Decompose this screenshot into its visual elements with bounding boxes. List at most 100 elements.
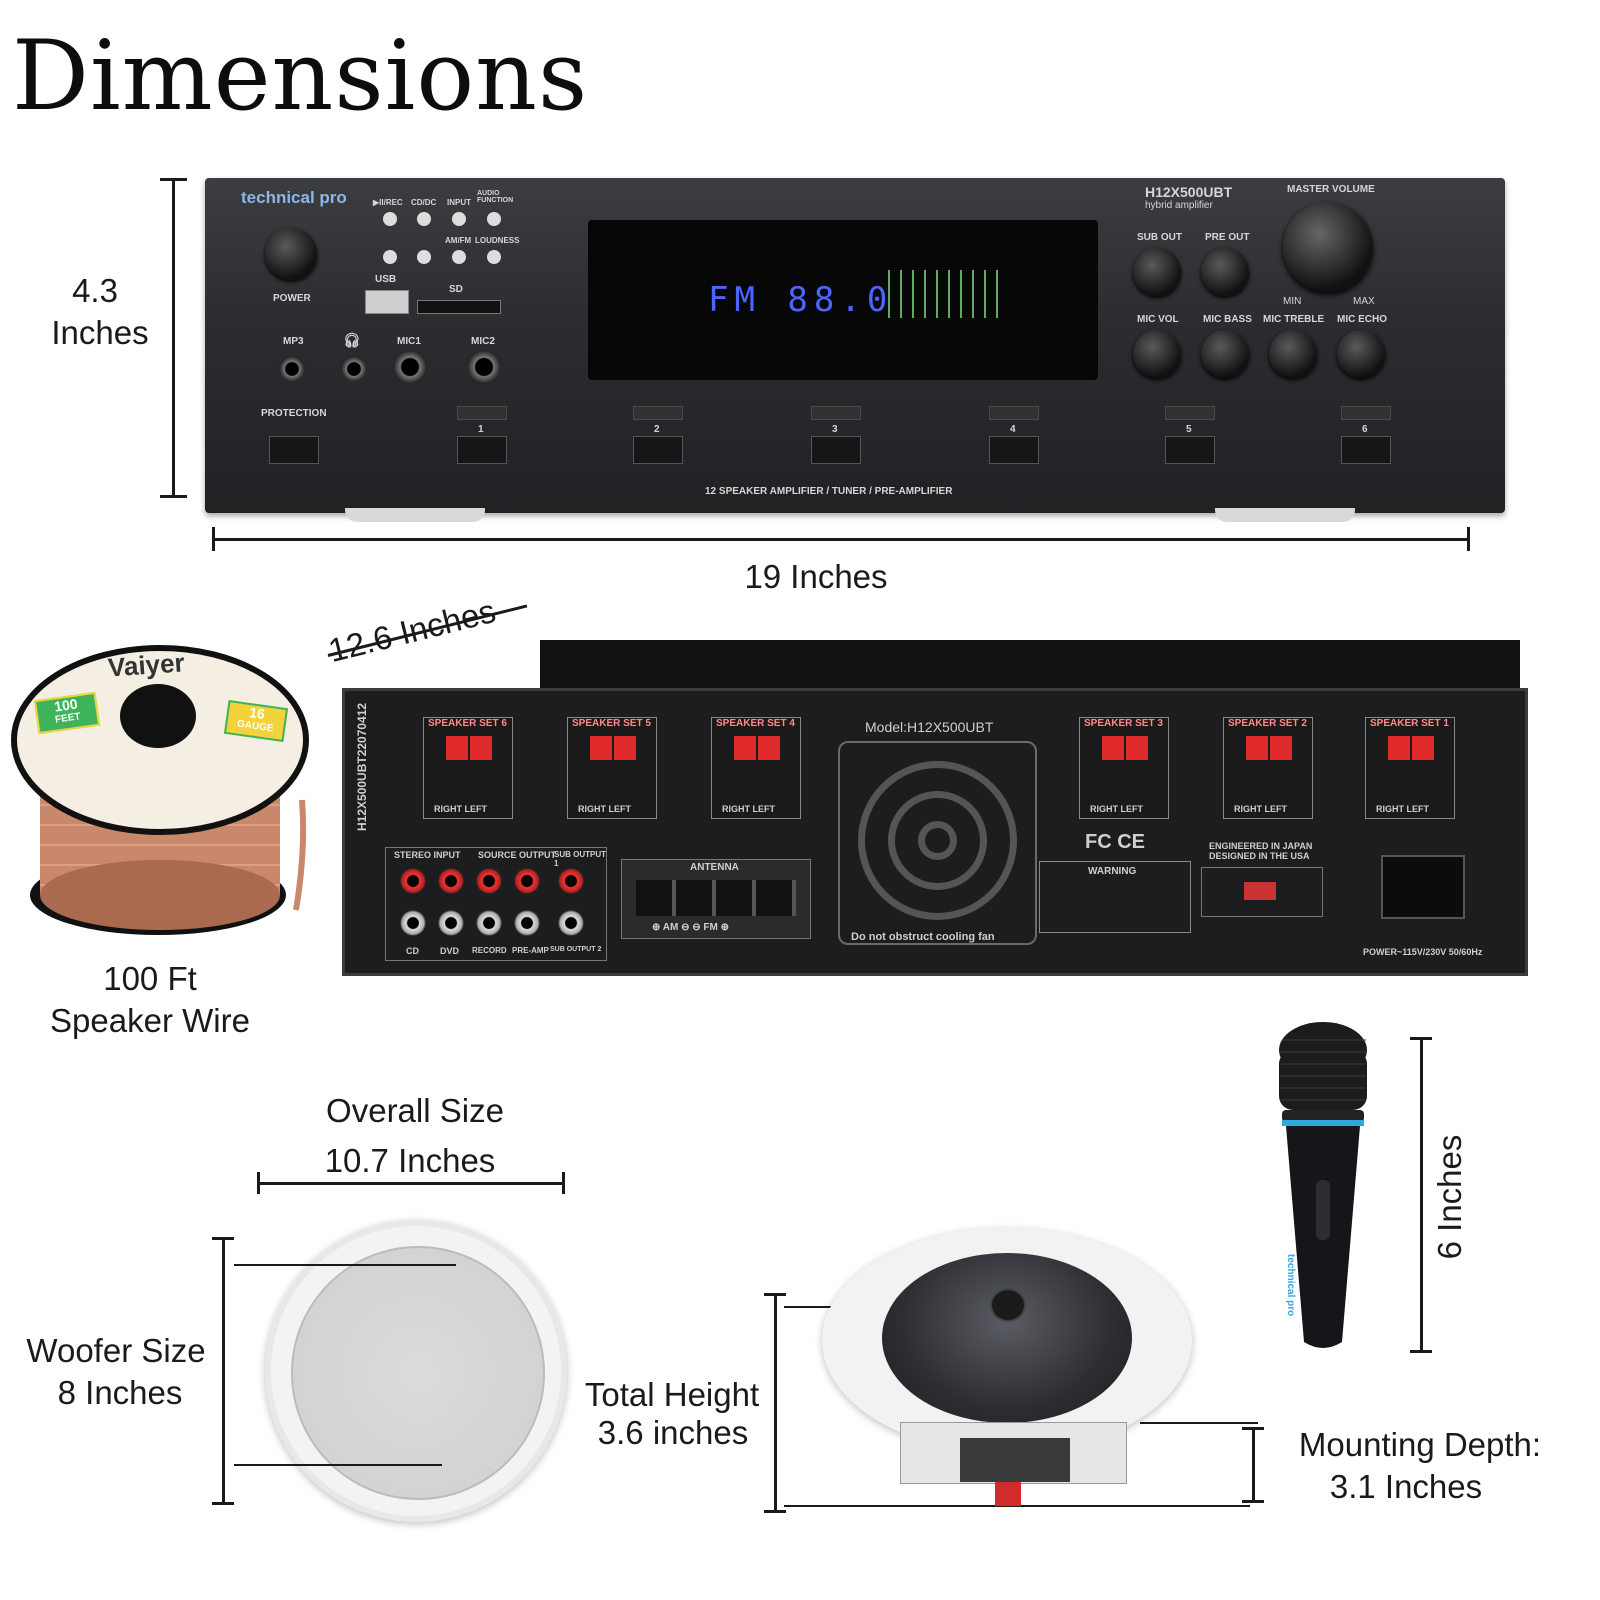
headphone-jack[interactable]: [341, 356, 367, 382]
mic-bass-knob[interactable]: [1201, 330, 1249, 378]
power-rating: POWER~115V/230V 50/60Hz: [1363, 947, 1483, 957]
amp-model-sub: hybrid amplifier: [1145, 200, 1213, 211]
protection-button[interactable]: [269, 436, 319, 464]
wire-label-line2: Speaker Wire: [50, 1002, 250, 1039]
overall-size-value: 10.7 Inches: [324, 1142, 496, 1179]
play-rec-button[interactable]: [383, 212, 397, 226]
woofer-guide-bottom: [234, 1464, 442, 1466]
speaker-set-5[interactable]: SPEAKER SET 5 RIGHT LEFT: [567, 717, 657, 819]
mic-vol-knob[interactable]: [1133, 330, 1181, 378]
pre-out-knob[interactable]: [1201, 248, 1249, 296]
zone-label-3: 3: [832, 424, 838, 435]
woofer-guide-top: [234, 1264, 456, 1266]
mic-height-cap-bottom: [1410, 1350, 1432, 1353]
input-button[interactable]: [452, 212, 466, 226]
speaker-set-6-rl: RIGHT LEFT: [434, 804, 487, 814]
rca-preamp-right[interactable]: [514, 868, 540, 894]
power-inlet[interactable]: [1381, 855, 1465, 919]
prev-button[interactable]: [383, 250, 397, 264]
mic1-jack[interactable]: [393, 350, 427, 384]
speaker-cone: [882, 1253, 1132, 1423]
rca-cd-right[interactable]: [400, 868, 426, 894]
amp-rear-top-edge: [540, 640, 1520, 690]
speaker-set-3-label: SPEAKER SET 3: [1084, 718, 1163, 729]
power-button[interactable]: [265, 228, 317, 280]
wire-label-line1: 100 Ft: [103, 960, 197, 997]
dvd-label: DVD: [440, 946, 460, 956]
amp-width-dimension-cap-left: [212, 527, 215, 551]
antenna-bands-label: ⊕ AM ⊖ ⊖ FM ⊕: [652, 922, 730, 933]
total-height-cap-top: [764, 1293, 786, 1296]
zone-button-6[interactable]: [1341, 436, 1391, 464]
loudness-button[interactable]: [487, 250, 501, 264]
usb-port[interactable]: [365, 290, 409, 314]
zone-indicator-4: [989, 406, 1039, 420]
mic2-jack[interactable]: [467, 350, 501, 384]
master-volume-knob[interactable]: [1283, 202, 1373, 292]
zone-label-1: 1: [478, 424, 484, 435]
sub-output-2-label: SUB OUTPUT 2: [550, 946, 602, 953]
woofer-size-label: Woofer Size: [26, 1332, 206, 1369]
amplifier-front-panel: technical pro H12X500UBT hybrid amplifie…: [205, 178, 1505, 513]
zone-label-4: 4: [1010, 424, 1016, 435]
zone-label-2: 2: [654, 424, 660, 435]
zone-button-1[interactable]: [457, 436, 507, 464]
rca-dvd-left[interactable]: [438, 910, 464, 936]
mic-echo-knob[interactable]: [1337, 330, 1385, 378]
mic-echo-label: MIC ECHO: [1337, 314, 1387, 325]
rca-cd-left[interactable]: [400, 910, 426, 936]
sd-slot[interactable]: [417, 300, 501, 314]
amp-width-label: 19 Inches: [744, 558, 888, 595]
loudness-label: LOUDNESS: [475, 236, 520, 245]
speaker-set-5-label: SPEAKER SET 5: [572, 718, 651, 729]
rca-record-left[interactable]: [476, 910, 502, 936]
mp3-label: MP3: [283, 336, 304, 347]
zone-button-5[interactable]: [1165, 436, 1215, 464]
rear-model-text: Model:H12X500UBT: [865, 719, 994, 735]
warning-panel: WARNING: [1039, 861, 1191, 933]
mic2-label: MIC2: [471, 336, 495, 347]
cd-dc-button[interactable]: [417, 212, 431, 226]
rca-sub2[interactable]: [558, 910, 584, 936]
mic-height-dimension-line: [1420, 1038, 1423, 1352]
speaker-set-4-rl: RIGHT LEFT: [722, 804, 775, 814]
zone-button-3[interactable]: [811, 436, 861, 464]
speaker-set-6[interactable]: SPEAKER SET 6 RIGHT LEFT: [423, 717, 513, 819]
rca-preamp-left[interactable]: [514, 910, 540, 936]
speaker-set-5-rl: RIGHT LEFT: [578, 804, 631, 814]
antenna-terminals[interactable]: [636, 880, 796, 916]
rca-record-right[interactable]: [476, 868, 502, 894]
rca-dvd-right[interactable]: [438, 868, 464, 894]
next-button[interactable]: [417, 250, 431, 264]
ceiling-speaker-grille: [265, 1220, 567, 1522]
max-label: MAX: [1353, 296, 1375, 307]
zone-button-2[interactable]: [633, 436, 683, 464]
voltage-switch[interactable]: [1201, 867, 1323, 917]
amp-height-value: 4.3: [72, 272, 118, 309]
fan-note: Do not obstruct cooling fan: [851, 931, 995, 943]
audio-function-button[interactable]: [487, 212, 501, 226]
antenna-label: ANTENNA: [690, 862, 739, 873]
overall-size-label: Overall Size: [326, 1092, 504, 1129]
input-label: INPUT: [447, 198, 471, 207]
rca-sub1[interactable]: [558, 868, 584, 894]
speaker-set-6-label: SPEAKER SET 6: [428, 718, 507, 729]
am-fm-button[interactable]: [452, 250, 466, 264]
total-height-value: 3.6 inches: [597, 1414, 749, 1451]
amp-height-dimension-cap-bottom: [160, 495, 187, 498]
ceiling-speaker-side: [822, 1228, 1192, 1453]
mp3-jack[interactable]: [279, 356, 305, 382]
mic-treble-knob[interactable]: [1269, 330, 1317, 378]
sub-out-knob[interactable]: [1133, 248, 1181, 296]
zone-button-4[interactable]: [989, 436, 1039, 464]
source-output-label: SOURCE OUTPUT: [478, 850, 557, 860]
mounting-depth-label: Mounting Depth:: [1298, 1426, 1542, 1463]
mounting-depth-value: 3.1 Inches: [1329, 1468, 1483, 1505]
speaker-set-1-rl: RIGHT LEFT: [1376, 804, 1429, 814]
record-label: RECORD: [472, 946, 507, 955]
mounting-depth-cap-bottom: [1242, 1500, 1264, 1503]
